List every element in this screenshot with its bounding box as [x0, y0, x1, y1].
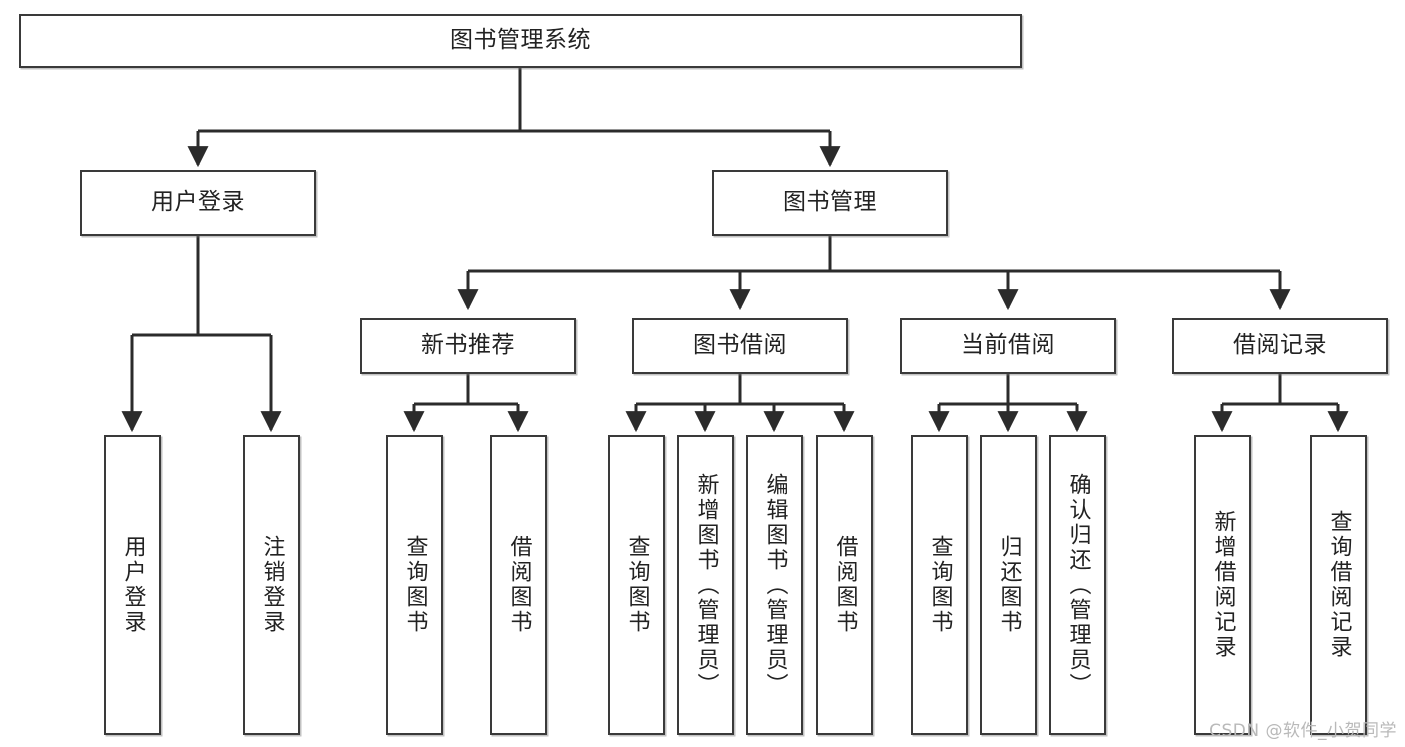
node-new-book-recommend[interactable]: 新书推荐	[360, 318, 576, 374]
node-borrow-record[interactable]: 借阅记录	[1172, 318, 1388, 374]
node-label: 借阅记录	[1233, 332, 1327, 359]
node-label: 查询图书	[402, 535, 428, 635]
node-leaf-currentborrow-query-book[interactable]: 查询图书	[911, 435, 968, 735]
node-leaf-borrowrecord-query-record[interactable]: 查询借阅记录	[1310, 435, 1367, 735]
node-leaf-currentborrow-return-book[interactable]: 归还图书	[980, 435, 1037, 735]
node-label: 注销登录	[259, 535, 285, 635]
node-label: 图书管理系统	[450, 27, 591, 54]
node-label: 确认归还（管理员）	[1065, 472, 1091, 698]
node-label: 查询图书	[624, 535, 650, 635]
node-label: 查询图书	[927, 535, 953, 635]
node-label: 新增图书（管理员）	[693, 472, 719, 698]
node-root-book-management-system[interactable]: 图书管理系统	[19, 14, 1022, 68]
node-label: 借阅图书	[832, 535, 858, 635]
node-leaf-newbook-query-book[interactable]: 查询图书	[386, 435, 443, 735]
node-leaf-user-login-logout[interactable]: 注销登录	[243, 435, 300, 735]
watermark-text: CSDN @软件_小贺同学	[1209, 721, 1397, 741]
node-current-borrow[interactable]: 当前借阅	[900, 318, 1116, 374]
node-label: 新增借阅记录	[1210, 510, 1236, 660]
node-leaf-bookborrow-borrow-book[interactable]: 借阅图书	[816, 435, 873, 735]
node-label: 新书推荐	[421, 332, 515, 359]
node-label: 查询借阅记录	[1326, 510, 1352, 660]
node-leaf-bookborrow-add-book-admin[interactable]: 新增图书（管理员）	[677, 435, 734, 735]
node-leaf-newbook-borrow-book[interactable]: 借阅图书	[490, 435, 547, 735]
node-leaf-currentborrow-confirm-return-admin[interactable]: 确认归还（管理员）	[1049, 435, 1106, 735]
node-user-login[interactable]: 用户登录	[80, 170, 316, 236]
node-leaf-user-login-login[interactable]: 用户登录	[104, 435, 161, 735]
node-book-management[interactable]: 图书管理	[712, 170, 948, 236]
node-label: 用户登录	[151, 189, 245, 216]
node-label: 编辑图书（管理员）	[762, 472, 788, 698]
node-label: 归还图书	[996, 535, 1022, 635]
node-label: 图书借阅	[693, 332, 787, 359]
node-label: 借阅图书	[506, 535, 532, 635]
node-label: 当前借阅	[961, 332, 1055, 359]
node-leaf-borrowrecord-add-record[interactable]: 新增借阅记录	[1194, 435, 1251, 735]
node-book-borrow[interactable]: 图书借阅	[632, 318, 848, 374]
node-leaf-bookborrow-edit-book-admin[interactable]: 编辑图书（管理员）	[746, 435, 803, 735]
node-label: 用户登录	[120, 535, 146, 635]
node-leaf-bookborrow-query-book[interactable]: 查询图书	[608, 435, 665, 735]
node-label: 图书管理	[783, 189, 877, 216]
